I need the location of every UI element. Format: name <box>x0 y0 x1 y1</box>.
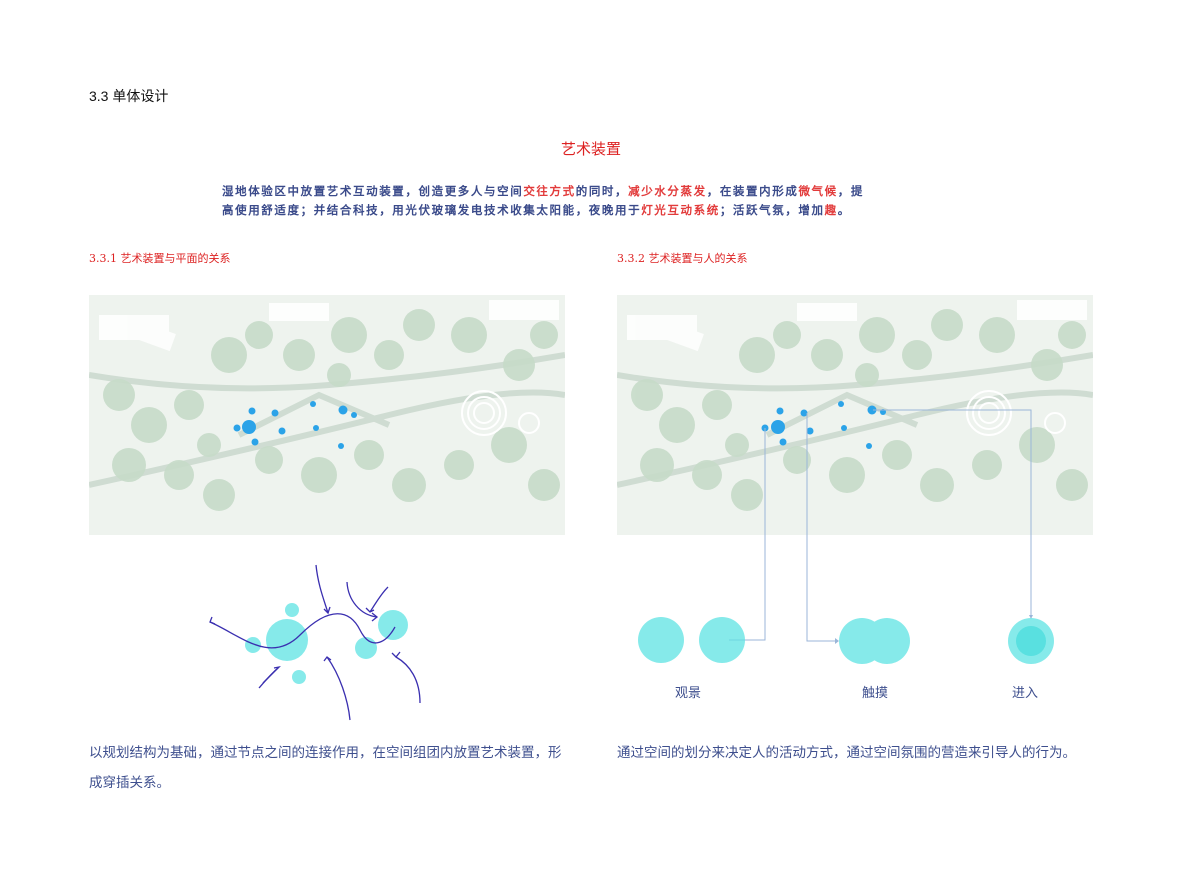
highlight-text: 趣 <box>824 203 838 217</box>
behavior-diagram <box>617 295 1093 695</box>
label-enter: 进入 <box>1011 686 1038 701</box>
interweaving-diagram-svg <box>209 564 421 721</box>
page-title: 艺术装置 <box>560 140 621 158</box>
site-plan-right-svg <box>617 295 1093 535</box>
behavior-connector-svg <box>638 409 1054 664</box>
right-subtitle: 3.3.2 艺术装置与人的关系 <box>617 252 748 265</box>
intro-text: 的同时， <box>575 184 629 198</box>
intro-line-1: 湿地体验区中放置艺术互动装置，创造更多人与空间交往方式的同时，减少水分蒸发，在装… <box>222 183 962 199</box>
highlight-text: 减少水分蒸发 <box>628 184 707 198</box>
highlight-text: 微气候 <box>798 184 838 198</box>
view-circle-2 <box>699 617 745 663</box>
label-view: 观景 <box>674 686 701 701</box>
intro-text: ，提 <box>837 184 864 198</box>
intro-text: ；活跃气氛，增加 <box>719 203 825 217</box>
intro-text: 湿地体验区中放置艺术互动装置，创造更多人与空间 <box>222 184 524 198</box>
intro-text: ，在装置内形成 <box>706 184 799 198</box>
intro-line-2: 高使用舒适度；并结合科技，用光伏玻璃发电技术收集太阳能，夜晚用于灯光互动系统；活… <box>222 202 962 218</box>
site-plan-map-right <box>617 295 1093 535</box>
left-caption: 以规划结构为基础，通过节点之间的连接作用，在空间组团内放置艺术装置，形成穿插关系… <box>89 745 562 791</box>
site-plan-left-svg <box>89 295 565 535</box>
enter-circle-inner <box>1016 626 1046 656</box>
intro-text: 高使用舒适度；并结合科技，用光伏玻璃发电技术收集太阳能，夜晚用于 <box>222 203 642 217</box>
highlight-text: 灯光互动系统 <box>641 203 720 217</box>
installation-dots-right <box>761 401 886 449</box>
section-heading: 3.3 单体设计 <box>89 88 169 104</box>
label-touch: 触摸 <box>861 686 888 701</box>
installation-dots-left <box>233 401 357 449</box>
right-caption: 通过空间的划分来决定人的活动方式，通过空间氛围的营造来引导人的行为。 <box>617 745 1076 761</box>
touch-circle-2 <box>864 618 910 664</box>
interweaving-diagram <box>200 555 440 725</box>
intro-text: 。 <box>837 203 851 217</box>
site-plan-map-left <box>89 295 565 535</box>
view-circle-1 <box>638 617 684 663</box>
highlight-text: 交往方式 <box>523 184 576 198</box>
left-subtitle: 3.3.1 艺术装置与平面的关系 <box>89 252 231 265</box>
